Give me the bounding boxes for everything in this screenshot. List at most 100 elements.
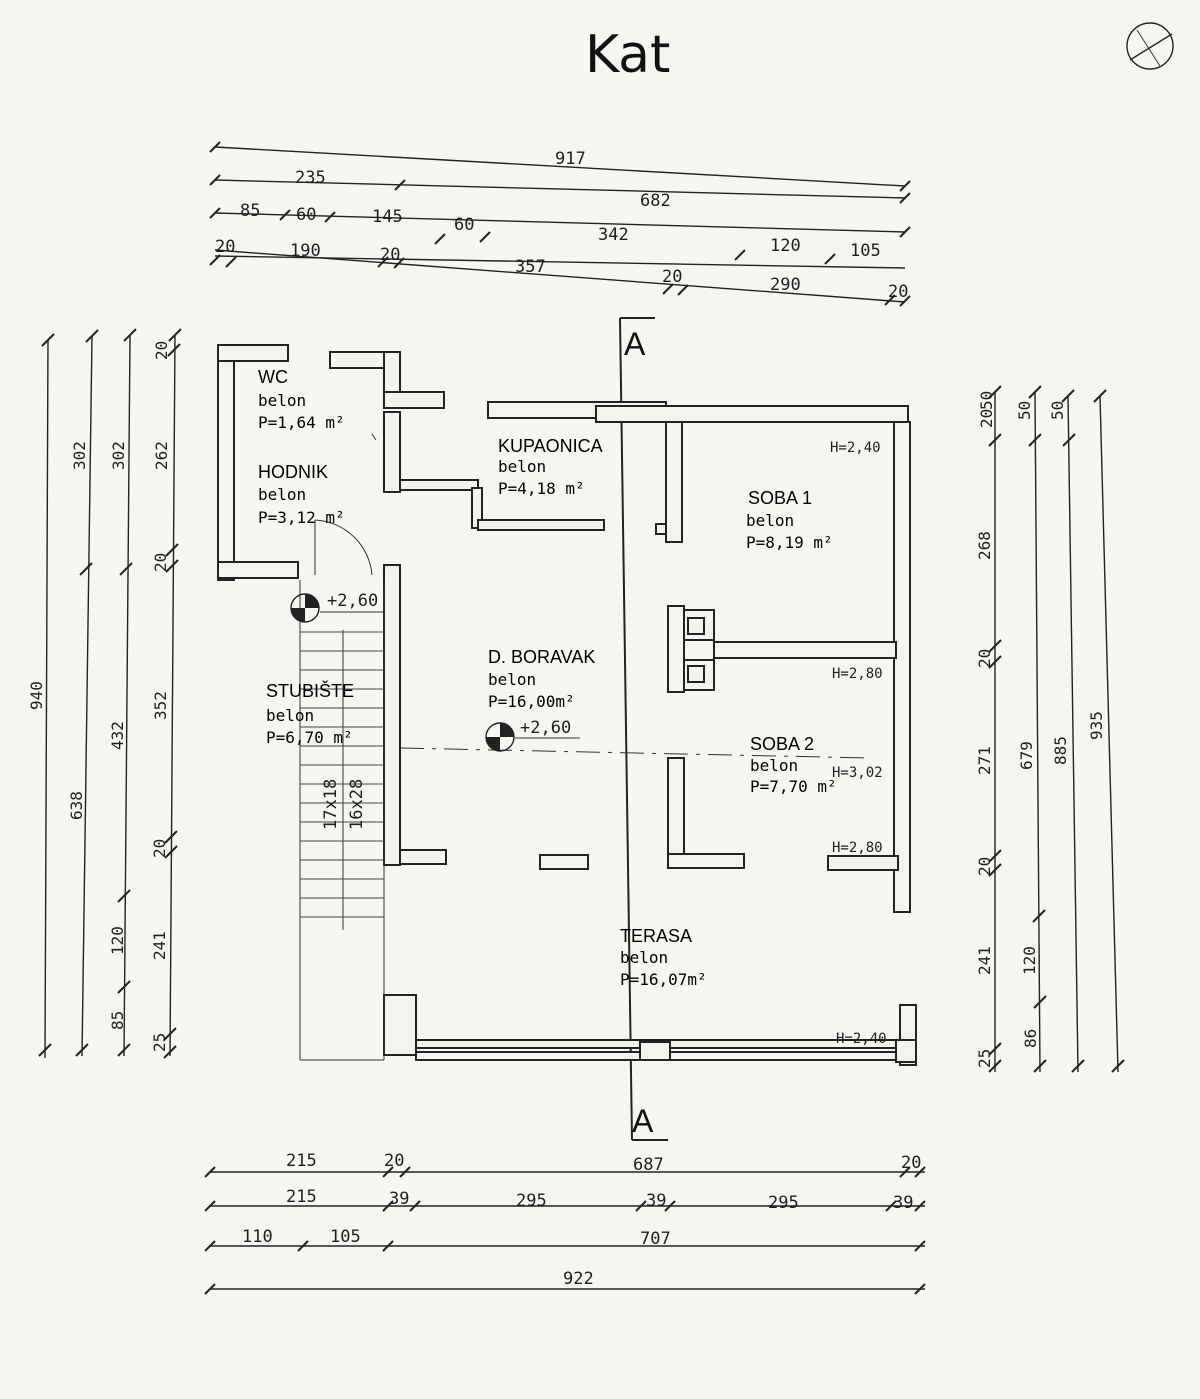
dim-top-145: 145 <box>372 207 403 227</box>
room-wc-area: P=1,64 m² <box>258 413 345 432</box>
dim-bottom-295b: 295 <box>768 1193 799 1213</box>
dim-bottom-105: 105 <box>330 1227 361 1247</box>
dim-top-682: 682 <box>640 191 671 211</box>
room-soba1-name: SOBA 1 <box>748 488 812 508</box>
section-label-bottom: A <box>632 1103 654 1139</box>
dim-right-679: 679 <box>1017 741 1036 770</box>
dim-top-85: 85 <box>240 201 260 221</box>
dim-top-235: 235 <box>295 168 326 188</box>
room-soba1-floor: belon <box>746 511 794 530</box>
dim-top-20c: 20 <box>662 267 682 287</box>
dim-bottom-110: 110 <box>242 1227 273 1247</box>
room-soba2-area: P=7,70 m² <box>750 777 837 796</box>
walls <box>217 344 917 1066</box>
dim-right-20a: 20 <box>977 409 996 428</box>
room-terasa-area: P=16,07m² <box>620 970 707 989</box>
dim-top-105: 105 <box>850 241 881 261</box>
dim-bottom-20a: 20 <box>384 1151 404 1171</box>
dim-left-85: 85 <box>108 1011 127 1030</box>
room-boravak: D. BORAVAK belon P=16,00m² <box>488 647 595 711</box>
room-stubiste-area: P=6,70 m² <box>266 728 353 747</box>
dash-line <box>399 747 871 759</box>
room-kupaonica-area: P=4,18 m² <box>498 479 585 498</box>
dim-right-271: 271 <box>975 746 994 775</box>
dim-top-20d: 20 <box>888 282 908 302</box>
room-hodnik-floor: belon <box>258 485 306 504</box>
dim-top-917: 917 <box>555 149 586 169</box>
room-hodnik-area: P=3,12 m² <box>258 508 345 527</box>
room-stubiste-floor: belon <box>266 706 314 725</box>
dim-bottom-20b: 20 <box>901 1153 921 1173</box>
dim-top-290: 290 <box>770 275 801 295</box>
room-soba1-area: P=8,19 m² <box>746 533 833 552</box>
room-hodnik: HODNIK belon P=3,12 m² <box>258 462 345 527</box>
room-terasa: TERASA belon P=16,07m² <box>620 926 707 989</box>
dim-top-20a: 20 <box>215 237 235 257</box>
dim-right-86: 86 <box>1021 1029 1040 1048</box>
section-label-top: A <box>624 326 646 362</box>
dim-top-60a: 60 <box>296 205 316 225</box>
dim-left-120: 120 <box>108 926 127 955</box>
plan-title: Kat <box>585 25 670 85</box>
dim-right-25: 25 <box>975 1049 994 1068</box>
dim-bottom-215b: 215 <box>286 1187 317 1207</box>
room-wc-floor: belon <box>258 391 306 410</box>
right-dimensions: 20 50 268 20 271 20 241 25 50 679 120 86… <box>975 385 1125 1073</box>
room-boravak-floor: belon <box>488 670 536 689</box>
doors <box>314 433 377 576</box>
level-boravak-text: +2,60 <box>520 718 571 738</box>
stair-step-17x18: 17x18 <box>321 779 341 830</box>
room-stubiste-name: STUBIŠTE <box>266 680 354 701</box>
room-kupaonica-floor: belon <box>498 457 546 476</box>
dim-right-268: 268 <box>975 531 994 560</box>
height-terasa: H=2,40 <box>836 1031 887 1047</box>
room-boravak-area: P=16,00m² <box>488 692 575 711</box>
dim-bottom-39b: 39 <box>646 1191 666 1211</box>
room-soba2-floor: belon <box>750 756 798 775</box>
dim-left-20a: 20 <box>152 341 171 360</box>
dim-right-935: 935 <box>1087 711 1106 740</box>
dim-left-432: 432 <box>108 721 127 750</box>
room-hodnik-name: HODNIK <box>258 462 328 482</box>
dim-top-20b: 20 <box>380 245 400 265</box>
height-soba2-top: H=2,80 <box>832 666 883 682</box>
dim-left-638: 638 <box>67 791 86 820</box>
stair-treads <box>300 631 384 918</box>
dim-right-20b: 20 <box>975 649 994 668</box>
room-terasa-name: TERASA <box>620 926 692 946</box>
dim-right-241: 241 <box>975 946 994 975</box>
dim-top-342: 342 <box>598 225 629 245</box>
room-soba2-name: SOBA 2 <box>750 734 814 754</box>
section-line-a: A A <box>619 317 668 1141</box>
dim-right-50a: 50 <box>977 391 996 410</box>
dim-top-120: 120 <box>770 236 801 256</box>
room-stubiste: STUBIŠTE belon P=6,70 m² <box>266 680 354 747</box>
room-terasa-floor: belon <box>620 948 668 967</box>
dim-left-25: 25 <box>150 1033 169 1052</box>
level-marker-stair: +2,60 <box>290 591 385 623</box>
level-marker-boravak: +2,60 <box>485 718 580 752</box>
dim-bottom-295a: 295 <box>516 1191 547 1211</box>
dim-right-120: 120 <box>1020 946 1039 975</box>
dim-right-50b: 50 <box>1015 401 1034 420</box>
room-kupaonica: KUPAONICA belon P=4,18 m² <box>498 436 603 498</box>
left-dimensions: 940 302 638 302 432 120 85 20 262 20 352… <box>27 328 182 1059</box>
dim-bottom-215a: 215 <box>286 1151 317 1171</box>
dim-bottom-922-label: 922 <box>563 1269 594 1289</box>
level-stair-text: +2,60 <box>327 591 378 611</box>
dim-left-20b: 20 <box>151 553 170 572</box>
room-soba1: SOBA 1 belon P=8,19 m² <box>746 488 833 552</box>
room-boravak-name: D. BORAVAK <box>488 647 595 667</box>
room-soba2: SOBA 2 belon P=7,70 m² <box>750 734 837 796</box>
dim-bottom-707: 707 <box>640 1229 671 1249</box>
height-soba1: H=2,40 <box>830 440 881 456</box>
dim-left-302b: 302 <box>109 441 128 470</box>
dim-bottom-687: 687 <box>633 1155 664 1175</box>
dim-top-190: 190 <box>290 241 321 261</box>
dim-bottom-39c: 39 <box>893 1193 913 1213</box>
north-arrow-icon <box>1126 22 1174 70</box>
dim-right-50c: 50 <box>1048 401 1067 420</box>
bottom-dimensions: 215 20 687 20 215 39 295 39 295 39 110 1… <box>204 1151 926 1295</box>
room-wc-name: WC <box>258 367 288 387</box>
